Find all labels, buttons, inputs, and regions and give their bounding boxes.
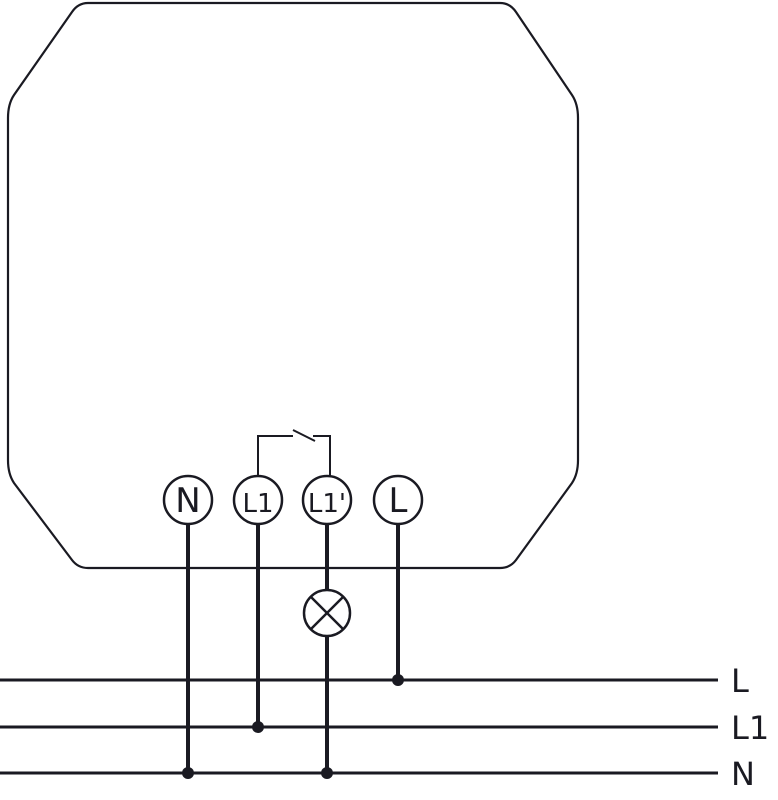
- junction-dot: [321, 767, 333, 779]
- bus-label: N: [731, 755, 755, 793]
- bus-line-l: L: [0, 662, 749, 700]
- junction-dot: [392, 674, 404, 686]
- terminal-0: N: [162, 474, 214, 526]
- terminal-1: L1: [232, 474, 284, 526]
- junction-dot: [252, 721, 264, 733]
- terminal-label: L1': [308, 489, 346, 519]
- lamp: [302, 588, 352, 638]
- bus-label: L: [731, 662, 749, 700]
- terminal-label: N: [175, 481, 200, 521]
- device-housing: [6, 1, 580, 570]
- relay-contact: [257, 429, 331, 476]
- terminal-label: L1: [242, 489, 273, 519]
- bus-line-n: N: [0, 755, 755, 793]
- terminal-2: L1': [301, 474, 353, 526]
- terminal-label: L: [389, 481, 408, 521]
- bus-label: L1: [731, 709, 769, 747]
- terminal-3: L: [372, 474, 424, 526]
- junction-dot: [182, 767, 194, 779]
- bus-line-l1: L1: [0, 709, 769, 747]
